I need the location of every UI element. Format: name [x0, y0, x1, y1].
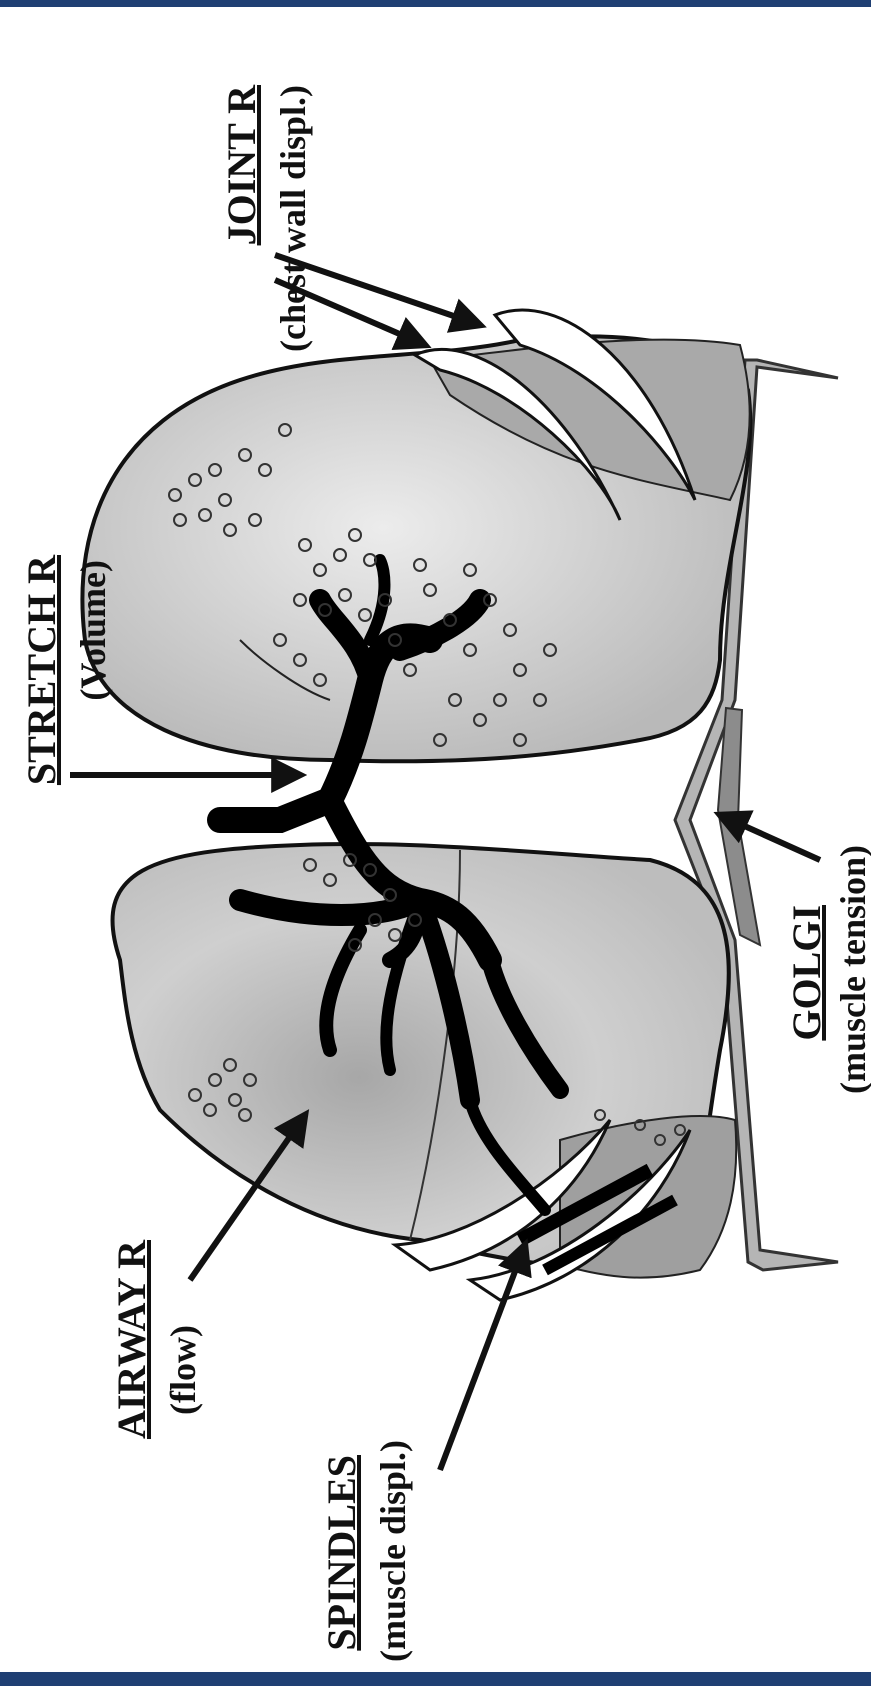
airway-subtitle: (flow) [163, 1325, 203, 1415]
golgi-title: GOLGI [784, 905, 829, 1041]
stretch-subtitle: (Volume) [73, 560, 113, 701]
label-golgi: GOLGI (muscle tension) [784, 845, 871, 1094]
stretch-title: STRETCH R [19, 554, 64, 785]
golgi-subtitle: (muscle tension) [833, 845, 871, 1094]
spindles-subtitle: (muscle displ.) [373, 1440, 413, 1662]
label-airway: AIRWAY R (flow) [109, 1239, 203, 1439]
label-spindles: SPINDLES (muscle displ.) [319, 1440, 413, 1662]
airway-title: AIRWAY R [109, 1239, 154, 1439]
joint-title: JOINT R [219, 84, 264, 246]
joint-subtitle: (chest wall displ.) [273, 85, 313, 352]
label-joint: JOINT R (chest wall displ.) [219, 84, 313, 352]
spindles-title: SPINDLES [319, 1455, 364, 1651]
label-stretch: STRETCH R (Volume) [19, 554, 113, 785]
